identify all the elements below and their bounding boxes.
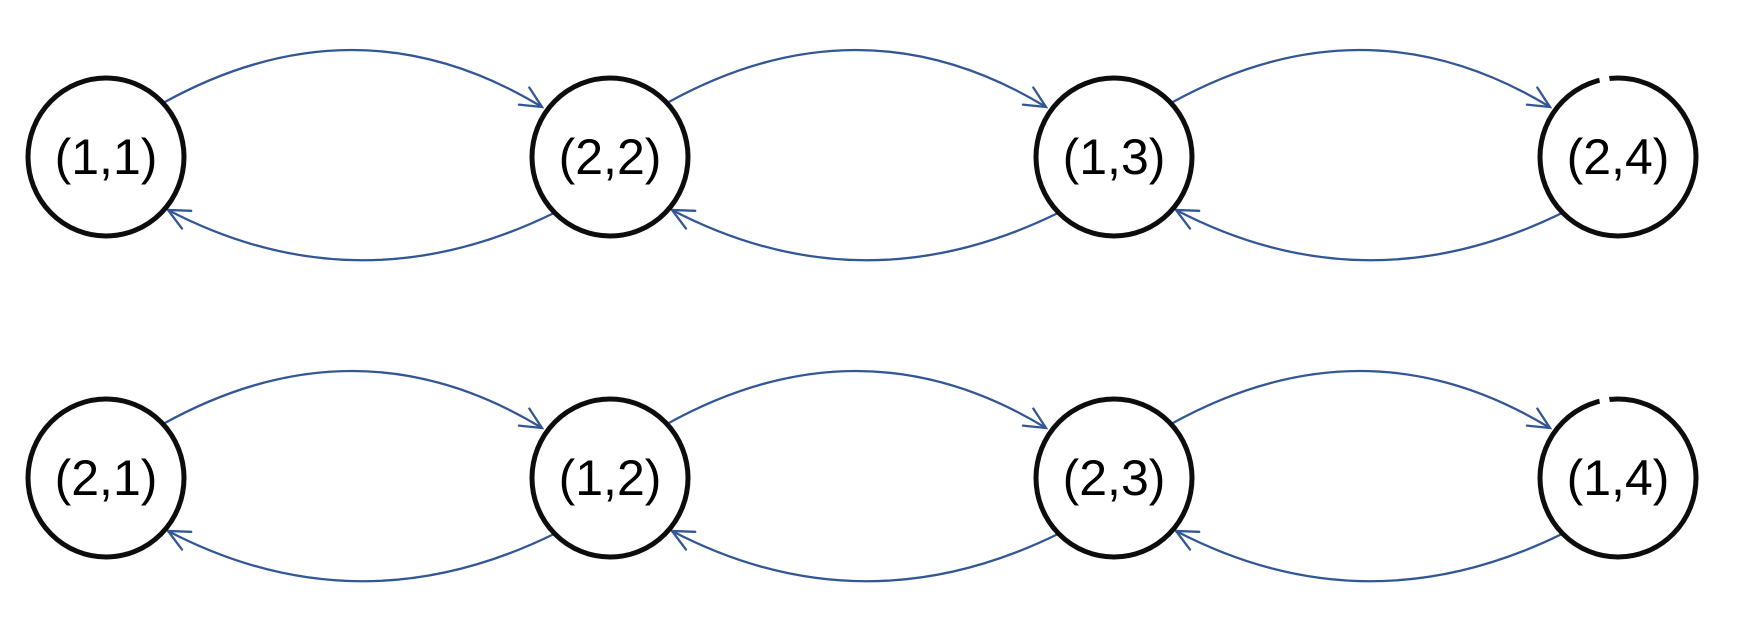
graph-node-n24: (2,4): [1537, 68, 1699, 239]
node-label-n23: (2,3): [1063, 450, 1166, 506]
edge-arrow-n12-to-n21: [165, 529, 555, 583]
edges-layer: [162, 48, 1563, 583]
node-label-n13: (1,3): [1063, 129, 1166, 185]
graph-node-n13: (1,3): [1033, 75, 1195, 239]
node-label-n14: (1,4): [1567, 450, 1670, 506]
graph-node-n14: (1,4): [1537, 389, 1699, 560]
edge-arrow-n22-to-n13: [666, 48, 1049, 109]
node-label-n22: (2,2): [559, 129, 662, 185]
edge-arrow-n11-to-n22: [162, 48, 545, 109]
node-circle-notch-n24: [1597, 68, 1612, 90]
edge-arrow-n21-to-n12: [162, 369, 545, 430]
graph-node-n11: (1,1): [25, 75, 187, 239]
node-circle-n13: [1033, 75, 1195, 239]
edge-arrow-n14-to-n23: [1173, 529, 1563, 583]
node-circle-notch-n14: [1597, 389, 1612, 411]
node-label-n11: (1,1): [55, 129, 158, 185]
graph-node-n12: (1,2): [529, 396, 691, 560]
node-circle-n22: [529, 75, 691, 239]
edge-arrow-n13-to-n22: [669, 208, 1059, 262]
edge-arrow-n24-to-n13: [1173, 208, 1563, 262]
node-circle-n24: [1537, 75, 1699, 239]
graph-node-n23: (2,3): [1033, 396, 1195, 560]
node-circle-n11: [25, 75, 187, 239]
node-circle-n23: [1033, 396, 1195, 560]
graph-node-n22: (2,2): [529, 75, 691, 239]
edge-arrow-n13-to-n24: [1170, 48, 1553, 109]
node-circle-n14: [1537, 396, 1699, 560]
node-label-n24: (2,4): [1567, 129, 1670, 185]
node-circle-n12: [529, 396, 691, 560]
edge-arrow-n23-to-n14: [1170, 369, 1553, 430]
edge-arrow-n22-to-n11: [165, 208, 555, 262]
node-label-n12: (1,2): [559, 450, 662, 506]
node-label-n21: (2,1): [55, 450, 158, 506]
edge-arrow-n12-to-n23: [666, 369, 1049, 430]
node-circle-n21: [25, 396, 187, 560]
graph-node-n21: (2,1): [25, 396, 187, 560]
edge-arrow-n23-to-n12: [669, 529, 1059, 583]
nodes-layer: (1,1) (2,2) (1,3) (2,4) (2,1) (1,2) (2,3) (1,4): [25, 68, 1699, 560]
